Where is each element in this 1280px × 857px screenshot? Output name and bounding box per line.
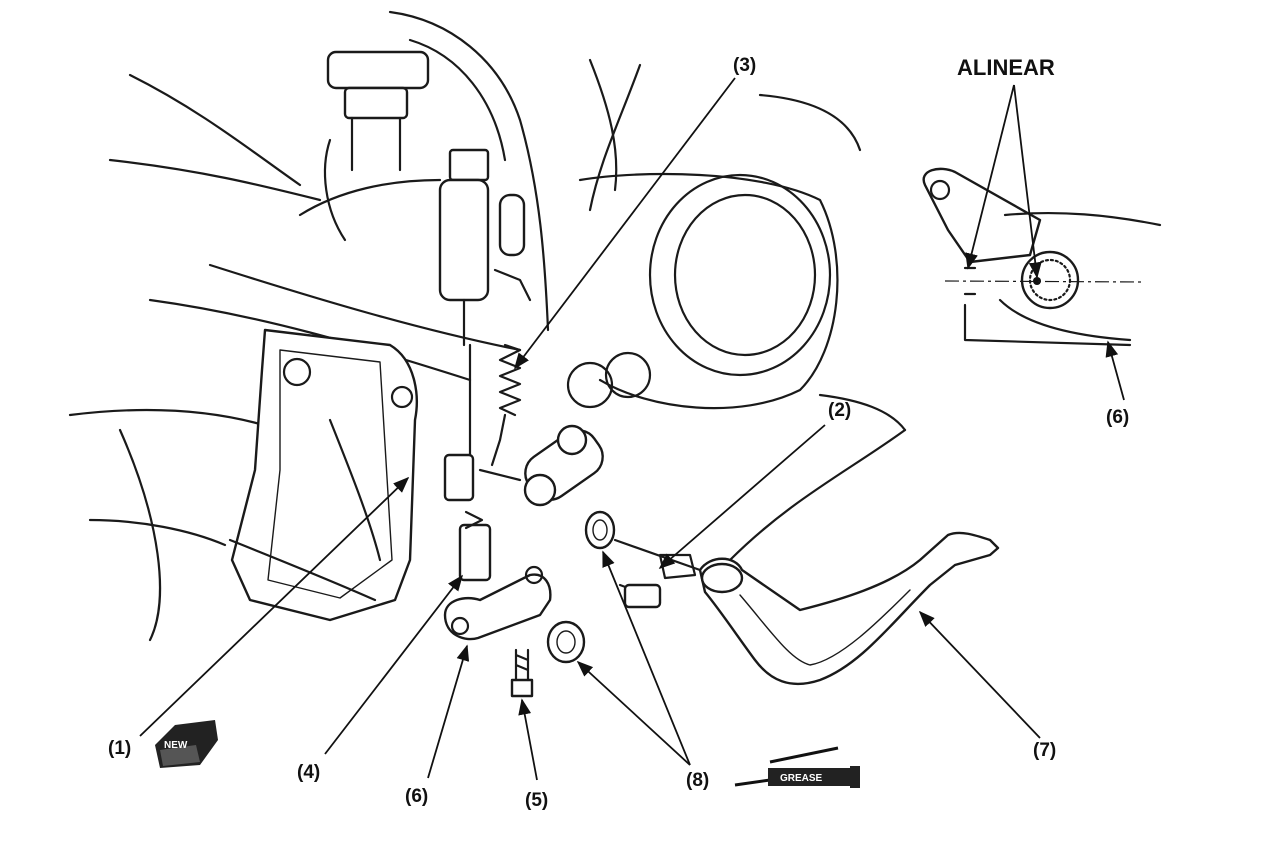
footpeg-bracket	[228, 328, 418, 622]
pivot-shaft	[613, 538, 702, 609]
new-part-icon: NEW	[155, 720, 218, 768]
callout-3: (3)	[733, 55, 756, 76]
frame-outline	[68, 10, 907, 642]
linkage	[478, 424, 604, 507]
callout-6-detail: (6)	[1106, 407, 1129, 428]
align-label: ALINEAR	[957, 55, 1055, 80]
return-spring	[490, 343, 522, 467]
grease-gun-icon: GREASE	[734, 746, 860, 788]
pivot-arm	[443, 565, 552, 641]
grease-tag: GREASE	[780, 773, 823, 784]
brake-switch-spring	[443, 453, 492, 582]
callout-6: (6)	[405, 786, 428, 807]
callout-4: (4)	[297, 762, 320, 783]
callout-7: (7)	[1033, 740, 1056, 761]
brake-reservoir	[298, 50, 442, 242]
engine-cover	[566, 172, 839, 410]
dust-seals	[546, 510, 616, 664]
new-tag: NEW	[164, 740, 188, 751]
bolt	[510, 648, 534, 698]
alignment-detail	[922, 167, 1162, 347]
callout-1: (1)	[108, 738, 131, 759]
callout-5: (5)	[525, 790, 548, 811]
leader-lines	[139, 77, 1125, 781]
master-cylinder	[438, 148, 532, 472]
callout-8: (8)	[686, 770, 709, 791]
brake-pedal	[698, 531, 1000, 686]
callout-2: (2)	[828, 400, 851, 421]
